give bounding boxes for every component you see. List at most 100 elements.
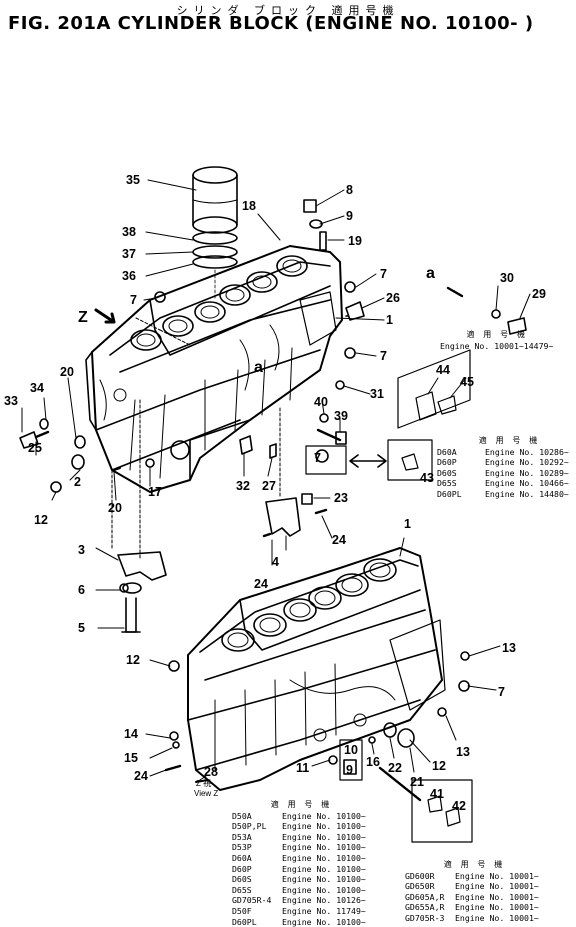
table-row: GD650R Engine No. 10001~: [405, 881, 543, 892]
view-z-jp: Z 視: [196, 779, 211, 788]
model-cell: D60PL: [232, 916, 257, 927]
callout-12: 12: [34, 513, 48, 527]
liner-assembly: [192, 166, 238, 301]
callout-12: 12: [126, 653, 140, 667]
engine-number-cell: Engine No. 10292~: [485, 457, 569, 468]
callout-32: 32: [236, 479, 250, 493]
engine-number-cell: Engine No. 11749~: [282, 905, 366, 916]
interchange-arrow: [349, 454, 387, 468]
callout-13: 13: [456, 745, 470, 759]
engine-number-cell: Engine No. 10100~: [282, 810, 366, 821]
callout-37: 37: [122, 247, 136, 261]
engine-number-cell: Engine No. 10001~: [455, 881, 539, 892]
model-cell: D60A: [232, 852, 252, 863]
lower-cylinder-block: [187, 547, 446, 791]
engine-number-cell: Engine No. 10100~: [282, 884, 366, 895]
callout-39: 39: [334, 409, 348, 423]
model-cell: D53P: [232, 842, 252, 853]
model-cell: D50A: [232, 810, 252, 821]
view-z-arrow: [94, 308, 116, 324]
main-bearing-cap-3: [117, 551, 167, 633]
callout-12: 12: [432, 759, 446, 773]
table-d-header: 適 用 号 機: [443, 860, 505, 869]
model-cell: D50P,PL: [232, 821, 267, 832]
table-a-rows: Engine No. 10001~14479~: [440, 341, 553, 352]
callout-24: 24: [134, 769, 148, 783]
model-cell: D60S: [232, 874, 252, 885]
view-z-letter: Z: [78, 309, 88, 326]
detail-letter-a: a: [426, 265, 435, 282]
callout-5: 5: [78, 621, 85, 635]
callout-8: 8: [346, 183, 353, 197]
callout-45: 45: [460, 375, 474, 389]
detail-box-43: [387, 439, 433, 481]
table-row: D65S Engine No. 10466~: [437, 478, 576, 489]
engine-number-cell: Engine No. 10001~: [455, 891, 539, 902]
engine-number-cell: Engine No. 10100~: [282, 842, 366, 853]
callout-7: 7: [314, 451, 321, 465]
model-cell: D60P: [437, 457, 457, 468]
table-row: D60P Engine No. 10292~: [437, 457, 576, 468]
callout-27: 27: [262, 479, 276, 493]
engine-number-cell: Engine No. 10466~: [485, 478, 569, 489]
callout-30: 30: [500, 271, 514, 285]
callout-38: 38: [122, 225, 136, 239]
callout-35: 35: [126, 173, 140, 187]
model-cell: D60PL: [437, 488, 462, 499]
model-cell: GD650R: [405, 881, 435, 892]
callout-24: 24: [254, 577, 268, 591]
callout-4: 4: [272, 555, 279, 569]
callout-18: 18: [242, 199, 256, 213]
callout-31: 31: [370, 387, 384, 401]
table-row: D60PL Engine No. 14480~: [437, 489, 576, 500]
table-b-header: 適 用 号 機: [478, 436, 540, 445]
callout-44: 44: [436, 363, 450, 377]
engine-number-cell: Engine No. 10126~: [282, 895, 366, 906]
upper-cylinder-block: [85, 245, 343, 493]
callout-11: 11: [296, 761, 309, 775]
callout-20: 20: [60, 365, 74, 379]
callout-9: 9: [346, 763, 353, 777]
callout-7: 7: [380, 267, 387, 281]
detail-box-10: [339, 739, 363, 781]
table-c-header: 適 用 号 機: [270, 800, 332, 809]
leader-lines: [21, 179, 531, 781]
view-z-en: View Z: [194, 789, 218, 798]
model-cell: D60P: [232, 863, 252, 874]
model-cell: D60A: [437, 446, 457, 457]
plug-parts: [19, 199, 470, 802]
callout-42: 42: [452, 799, 466, 813]
model-cell: D50F: [232, 905, 252, 916]
callout-3: 3: [78, 543, 85, 557]
engine-number-cell: Engine No. 14480~: [485, 488, 569, 499]
engine-number-cell: Engine No. 10100~: [282, 831, 366, 842]
callout-1: 1: [404, 517, 411, 531]
callout-10: 10: [344, 743, 358, 757]
callout-13: 13: [502, 641, 516, 655]
model-cell: D53A: [232, 831, 252, 842]
model-cell: GD600R: [405, 870, 435, 881]
model-cell: D65S: [437, 478, 457, 489]
engine-number-cell: Engine No. 10100~: [282, 852, 366, 863]
callout-16: 16: [366, 755, 380, 769]
callout-24: 24: [332, 533, 346, 547]
table-row: D60A Engine No. 10100~: [232, 853, 370, 864]
bearing-cap-4: [265, 497, 301, 537]
engine-number-cell: Engine No. 10100~: [282, 874, 366, 885]
engine-number-cell: Engine No. 10100~: [282, 863, 366, 874]
callout-1: 1: [386, 313, 393, 327]
